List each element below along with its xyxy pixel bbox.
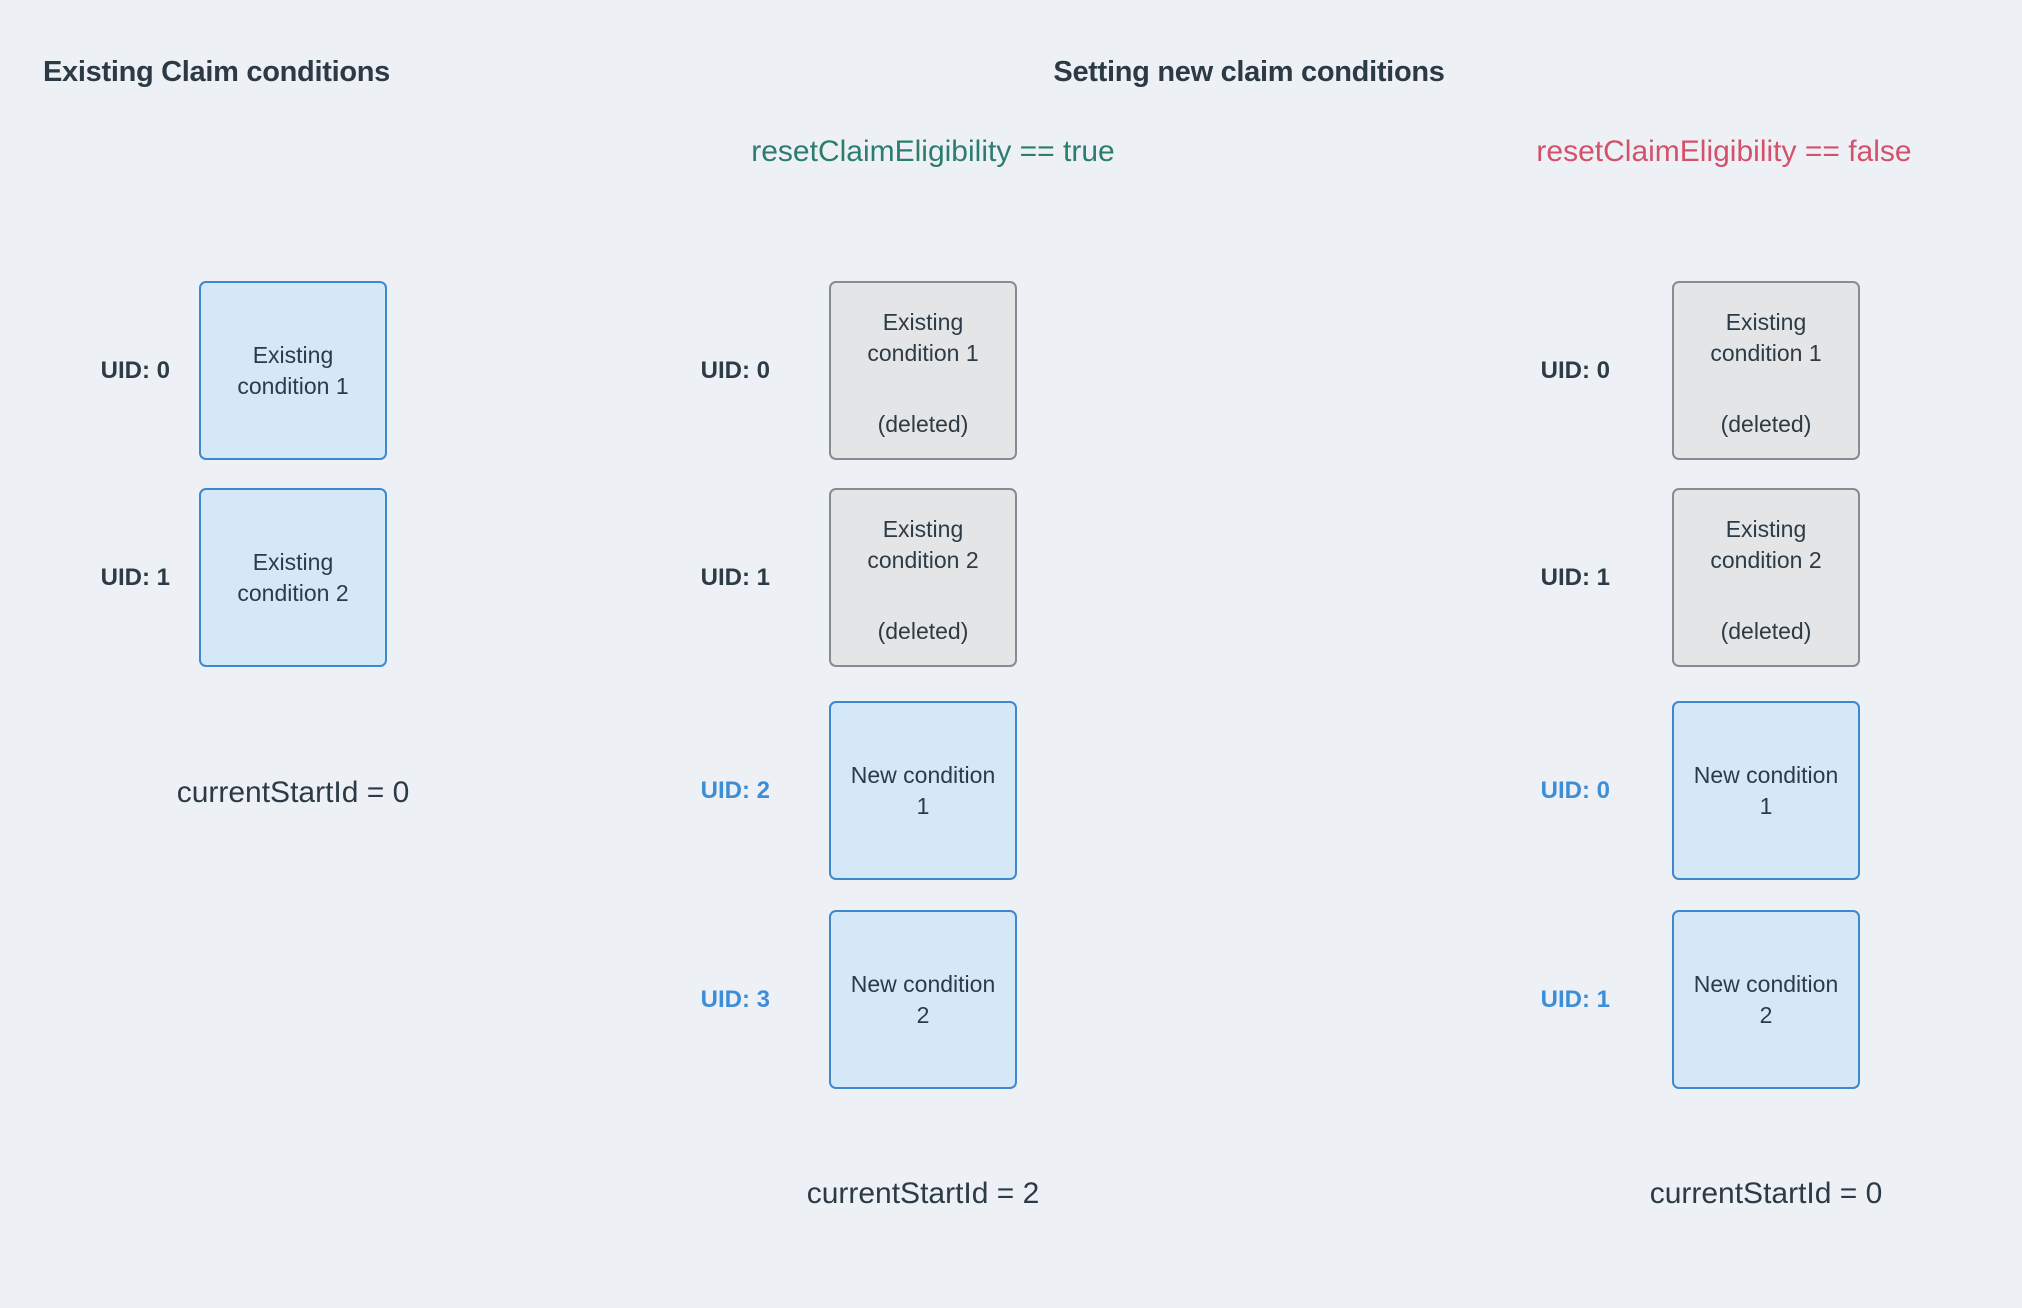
condition-box-new-2: New condition 2 (829, 910, 1017, 1089)
condition-box-text: New condition 2 (1693, 970, 1839, 1028)
setting-new-claim-conditions-title: Setting new claim conditions (1053, 56, 1445, 88)
condition-box-text: Existing condition 2 (867, 516, 979, 573)
condition-box-text: Existing condition 1 (1710, 309, 1822, 366)
deleted-note: (deleted) (877, 618, 969, 644)
condition-box-deleted-1: Existing condition 1 (deleted) (829, 281, 1017, 460)
condition-box-text: New condition 1 (850, 761, 996, 819)
condition-box-text: New condition 2 (850, 970, 996, 1028)
uid-label: UID: 0 (1540, 357, 1610, 384)
uid-label-new: UID: 3 (700, 986, 770, 1013)
condition-box-text: Existing condition 1 (237, 341, 349, 399)
uid-label: UID: 1 (700, 564, 770, 591)
condition-box-text: Existing condition 1 (867, 309, 979, 366)
uid-label-new: UID: 1 (1540, 986, 1610, 1013)
deleted-note: (deleted) (877, 411, 969, 437)
condition-box-new-1: New condition 1 (1672, 701, 1860, 880)
condition-box-deleted-2: Existing condition 2 (deleted) (829, 488, 1017, 667)
existing-claim-conditions-title: Existing Claim conditions (43, 56, 390, 88)
condition-box-deleted-2: Existing condition 2 (deleted) (1672, 488, 1860, 667)
current-start-id-false-branch: currentStartId = 0 (1649, 1177, 1883, 1210)
condition-box-new-1: New condition 1 (829, 701, 1017, 880)
uid-label-new: UID: 0 (1540, 777, 1610, 804)
condition-box-new-2: New condition 2 (1672, 910, 1860, 1089)
condition-box-existing-1: Existing condition 1 (199, 281, 387, 460)
deleted-note: (deleted) (1720, 411, 1812, 437)
condition-box-existing-2: Existing condition 2 (199, 488, 387, 667)
uid-label: UID: 0 (100, 357, 170, 384)
uid-label: UID: 1 (1540, 564, 1610, 591)
reset-eligibility-true-label: resetClaimEligibility == true (751, 135, 1115, 168)
condition-box-text: Existing condition 2 (1710, 516, 1822, 573)
condition-box-deleted-1: Existing condition 1 (deleted) (1672, 281, 1860, 460)
deleted-note: (deleted) (1720, 618, 1812, 644)
condition-box-text: Existing condition 2 (237, 548, 349, 606)
current-start-id-left: currentStartId = 0 (176, 776, 410, 809)
reset-eligibility-false-label: resetClaimEligibility == false (1536, 135, 1912, 168)
uid-label: UID: 1 (100, 564, 170, 591)
condition-box-text: New condition 1 (1693, 761, 1839, 819)
current-start-id-true-branch: currentStartId = 2 (806, 1177, 1040, 1210)
uid-label: UID: 0 (700, 357, 770, 384)
uid-label-new: UID: 2 (700, 777, 770, 804)
